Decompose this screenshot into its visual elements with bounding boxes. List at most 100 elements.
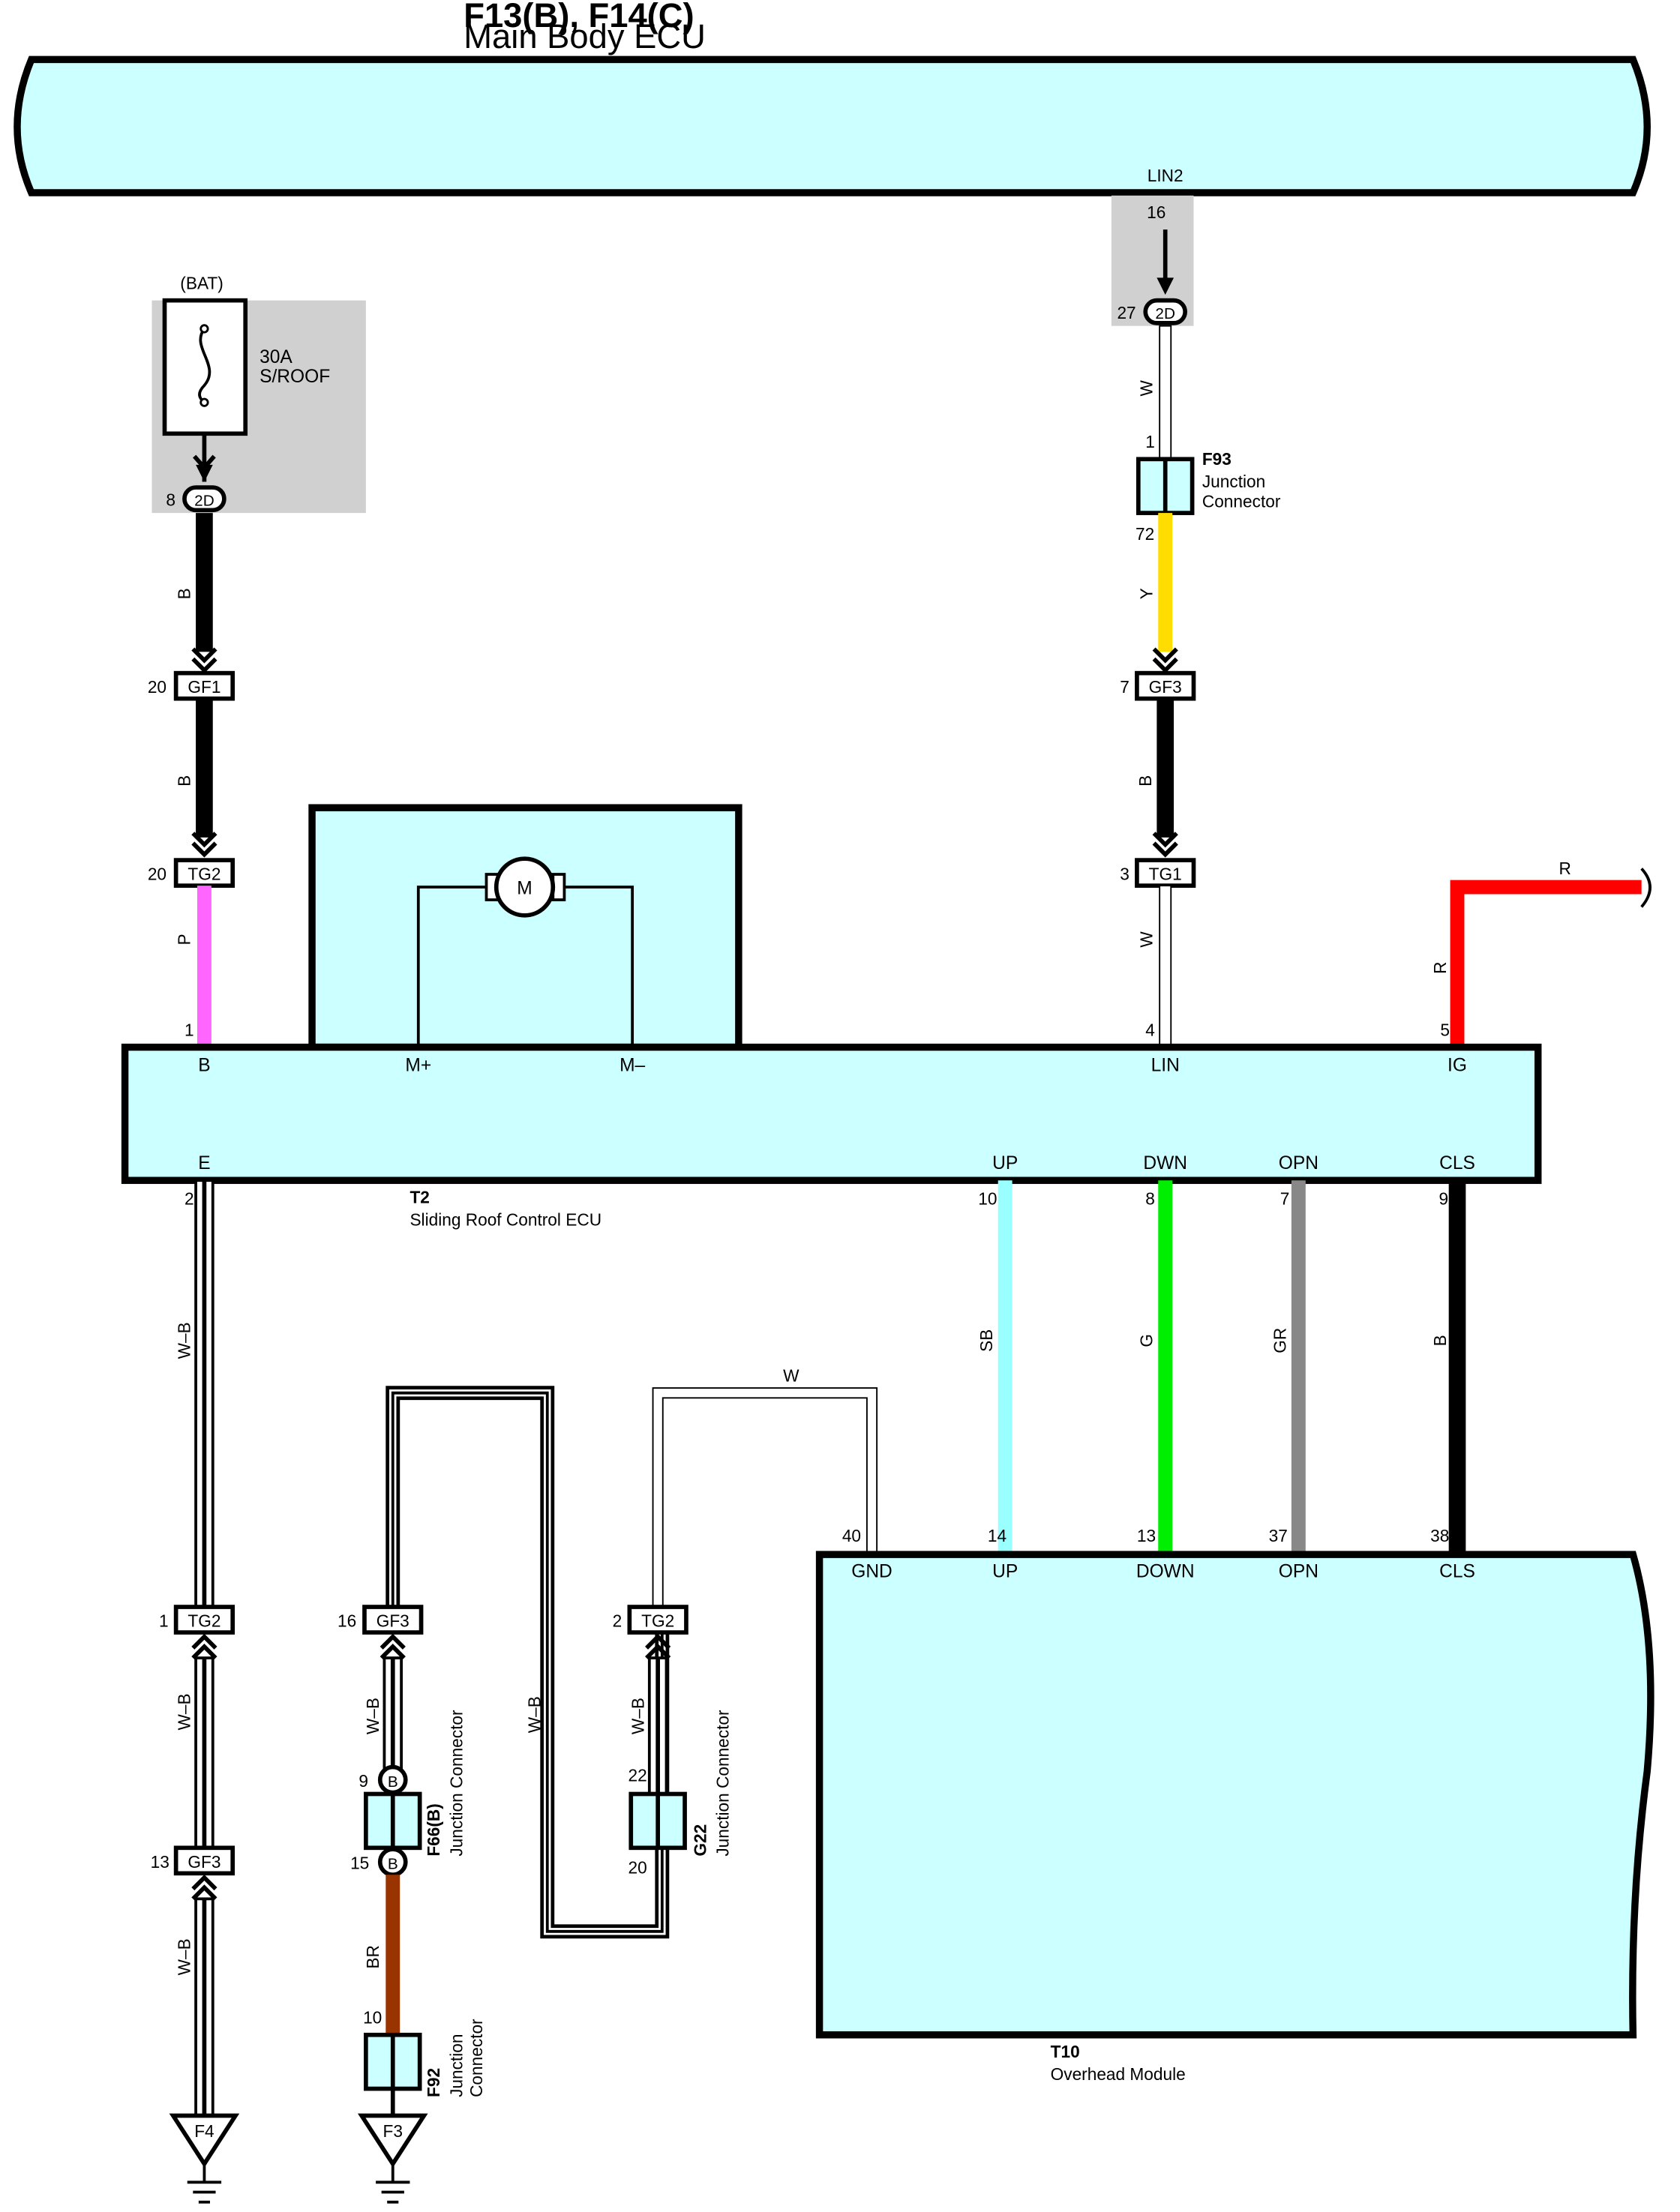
- sliding-roof-control-ecu: B M+ M– LIN IG E UP DWN OPN CLS T2 Slidi…: [121, 1043, 1542, 1230]
- fuse-2d-connector: [182, 485, 226, 513]
- wire-b-lin: [1156, 698, 1174, 838]
- svg-text:G: G: [1137, 1334, 1156, 1347]
- wire-p: [196, 886, 212, 1048]
- wire-g: [1158, 1180, 1173, 1555]
- svg-text:14: 14: [988, 1526, 1006, 1545]
- svg-text:38: 38: [1430, 1526, 1449, 1545]
- ground-icon: [357, 2113, 428, 2168]
- svg-text:TG2: TG2: [188, 1611, 220, 1631]
- svg-text:8: 8: [1145, 1188, 1155, 1208]
- fuse-box: [162, 298, 248, 436]
- svg-text:1: 1: [1145, 432, 1155, 451]
- battery-circuit: (BAT) 30A S/ROOF 2D 8 B GF1 20 B TG2 20 …: [148, 274, 330, 1048]
- svg-text:R: R: [1430, 962, 1450, 974]
- svg-text:GF3: GF3: [376, 1611, 410, 1631]
- svg-text:37: 37: [1269, 1526, 1288, 1545]
- svg-text:B: B: [1136, 775, 1155, 787]
- svg-text:OPN: OPN: [1279, 1153, 1318, 1173]
- gnd-circuit: W 40 TG2 2 W–B 22 20 G22 Junction Connec…: [613, 1366, 878, 1877]
- sliding-roof-motor: M: [308, 804, 742, 1051]
- svg-text:13: 13: [1137, 1526, 1156, 1545]
- lin-2d-pin: 27: [1117, 303, 1136, 322]
- svg-text:F4: F4: [194, 2121, 214, 2141]
- ground-f3-circuit: W–B GF3 16 W–B 9 B B 15 F66(B) Junction …: [338, 1386, 670, 2204]
- tg1-connector: [1135, 858, 1196, 888]
- svg-text:7: 7: [1120, 677, 1130, 697]
- wire-r: [1450, 880, 1642, 1048]
- svg-text:2: 2: [184, 1188, 194, 1208]
- tg2-g22-connector: [627, 1605, 688, 1635]
- svg-text:Junction: Junction: [1202, 472, 1265, 491]
- svg-text:M: M: [517, 878, 532, 898]
- svg-text:B: B: [388, 1773, 398, 1791]
- wire-sb: [998, 1180, 1012, 1555]
- svg-text:1: 1: [184, 1020, 194, 1039]
- lin-2d-connector: [1143, 298, 1188, 325]
- svg-text:Junction Connector: Junction Connector: [446, 1710, 466, 1857]
- svg-text:Overhead Module: Overhead Module: [1051, 2064, 1186, 2084]
- svg-text:8: 8: [166, 490, 176, 510]
- gf1-connector: [173, 670, 236, 701]
- svg-text:OPN: OPN: [1279, 1561, 1318, 1581]
- svg-text:4: 4: [1145, 1020, 1155, 1039]
- svg-text:F93: F93: [1202, 449, 1232, 469]
- svg-text:CLS: CLS: [1439, 1561, 1475, 1581]
- svg-text:13: 13: [151, 1852, 170, 1872]
- svg-text:72: 72: [1136, 524, 1154, 544]
- svg-text:B: B: [175, 775, 194, 787]
- svg-text:2D: 2D: [194, 493, 214, 510]
- svg-text:Connector: Connector: [466, 2019, 486, 2097]
- svg-text:W–B: W–B: [524, 1696, 544, 1733]
- tg2-e-connector: [173, 1605, 236, 1635]
- ground-icon: [169, 2113, 240, 2168]
- svg-text:SB: SB: [976, 1329, 996, 1352]
- svg-text:W: W: [1137, 380, 1156, 397]
- svg-text:W–B: W–B: [628, 1698, 647, 1734]
- svg-text:W: W: [783, 1366, 800, 1386]
- svg-text:GND: GND: [851, 1561, 892, 1581]
- svg-text:UP: UP: [992, 1153, 1018, 1173]
- main-body-ecu-id: F13(B), F14(C): [464, 0, 694, 34]
- svg-text:P: P: [175, 934, 194, 945]
- svg-text:T2: T2: [410, 1187, 429, 1206]
- svg-text:DOWN: DOWN: [1136, 1561, 1195, 1581]
- svg-text:TG1: TG1: [1149, 865, 1182, 884]
- lin2-terminal-label: LIN2: [1148, 166, 1184, 185]
- svg-text:G22: G22: [690, 1824, 710, 1857]
- gf3-f66-connector: [362, 1605, 424, 1635]
- svg-text:5: 5: [1440, 1020, 1450, 1039]
- svg-text:9: 9: [1438, 1188, 1448, 1208]
- main-body-ecu-name: Main Body ECU: [464, 17, 706, 55]
- svg-text:B: B: [1430, 1335, 1450, 1346]
- lin2-pin-number: 16: [1147, 202, 1166, 222]
- svg-text:UP: UP: [992, 1561, 1018, 1581]
- wire-break-icon: [1640, 868, 1652, 908]
- svg-text:3: 3: [1120, 865, 1130, 884]
- svg-text:F66(B): F66(B): [424, 1803, 443, 1857]
- svg-text:W–B: W–B: [175, 1938, 194, 1975]
- svg-text:GF3: GF3: [188, 1852, 220, 1872]
- ground-e-circuit: 2 W–B TG2 1 W–B GF3 13 W–B F4: [151, 1179, 240, 2204]
- svg-text:R: R: [1558, 859, 1570, 878]
- wire-b-2: [196, 698, 213, 838]
- svg-text:W: W: [1137, 931, 1156, 948]
- svg-text:M–: M–: [620, 1056, 645, 1076]
- svg-text:Connector: Connector: [1202, 492, 1281, 511]
- wire-b-cls: [1448, 1180, 1466, 1555]
- motor-icon: [494, 856, 556, 918]
- svg-text:BR: BR: [363, 1945, 382, 1968]
- svg-text:16: 16: [338, 1611, 356, 1631]
- svg-text:22: 22: [628, 1765, 646, 1785]
- svg-text:W–B: W–B: [175, 1693, 194, 1730]
- svg-text:20: 20: [148, 677, 166, 697]
- svg-text:M+: M+: [405, 1056, 431, 1076]
- svg-text:Y: Y: [1137, 588, 1156, 599]
- svg-text:10: 10: [978, 1188, 997, 1208]
- svg-text:GF1: GF1: [188, 677, 220, 697]
- wire-w-lin-2: [1159, 885, 1172, 1048]
- svg-text:20: 20: [148, 865, 166, 884]
- fuse-rating: 30A: [260, 347, 292, 367]
- fuse-name: S/ROOF: [260, 367, 330, 387]
- wire-gr: [1291, 1180, 1306, 1555]
